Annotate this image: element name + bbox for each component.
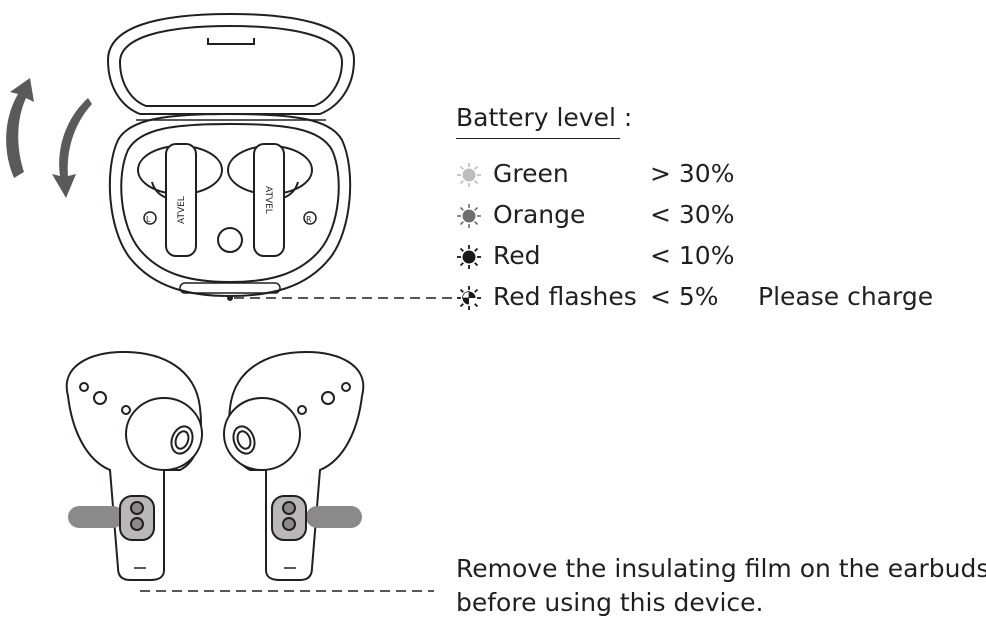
legend-threshold-red: < 10% — [650, 241, 735, 270]
legend-threshold-red-flashes: < 5% — [650, 282, 719, 311]
charging-case — [106, 12, 356, 301]
legend-color-orange: Orange — [493, 200, 586, 229]
instruction-line-2: before using this device. — [456, 588, 764, 617]
grey-led-icon — [457, 204, 481, 228]
case-brand-right: ATVEL — [263, 186, 273, 214]
legend-threshold-green: > 30% — [650, 159, 735, 188]
black-led-icon — [457, 245, 481, 269]
case-label-right: R — [306, 215, 312, 224]
insulating-film-instruction: Remove the insulating film on the earbud… — [456, 552, 986, 620]
legend-color-green: Green — [493, 159, 569, 188]
legend-color-red-flashes: Red flashes — [493, 282, 637, 311]
light-grey-led-icon — [457, 163, 481, 187]
legend-threshold-orange: < 30% — [650, 200, 735, 229]
instruction-line-1: Remove the insulating film on the earbud… — [456, 554, 986, 583]
battery-level-heading: Battery level : — [456, 102, 632, 139]
rotate-arrows-icon — [6, 78, 92, 198]
case-brand-left: ATVEL — [177, 196, 187, 224]
flashing-led-icon — [457, 286, 481, 310]
right-earbud — [223, 350, 365, 581]
legend-note-please-charge: Please charge — [758, 282, 934, 311]
legend-color-red: Red — [493, 241, 541, 270]
left-earbud — [65, 350, 203, 581]
case-label-left: L — [146, 215, 151, 224]
